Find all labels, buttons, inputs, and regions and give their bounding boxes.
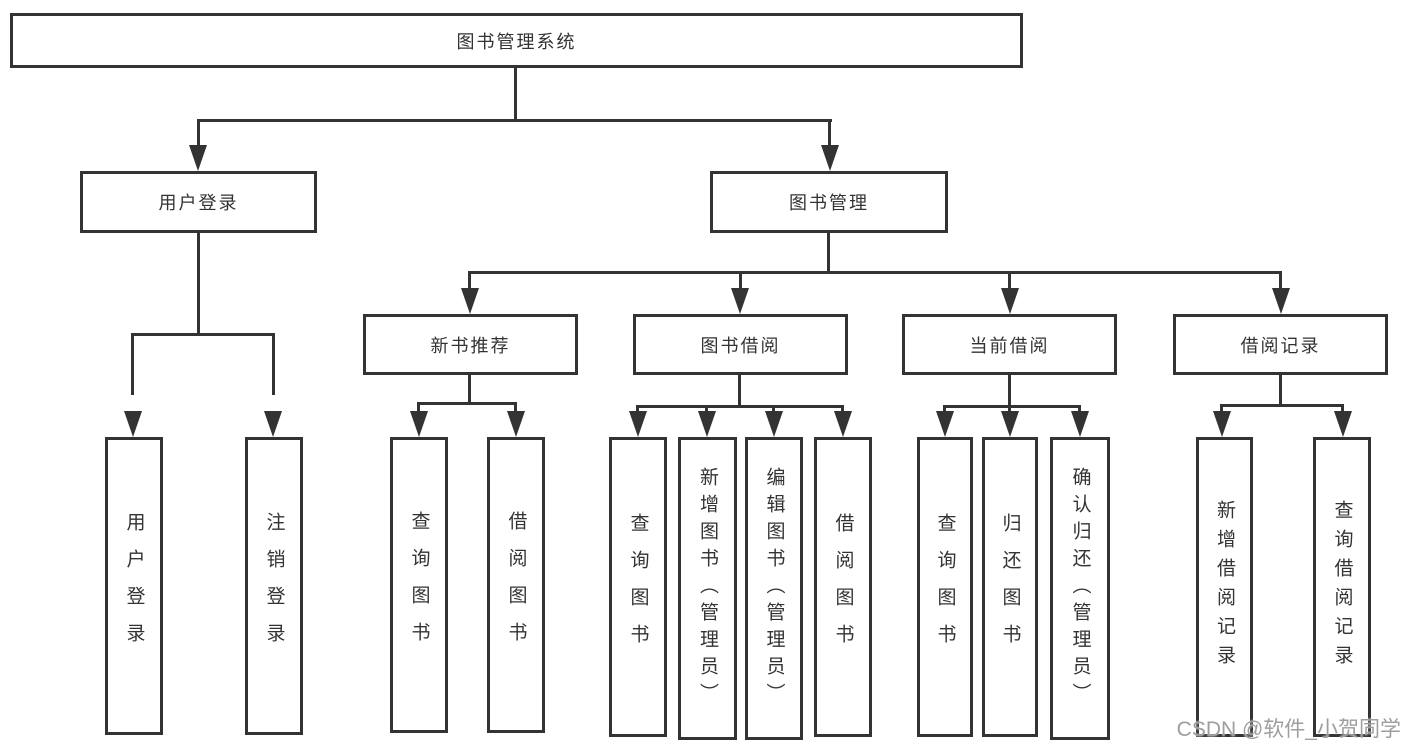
connector-to-leaf-e1 [1220, 404, 1223, 414]
connector-to-leaf-d2 [1008, 405, 1011, 414]
node-new-book-recommend: 新书推荐 [363, 314, 578, 375]
leaf-borrow-books-1: 借阅图书 [487, 437, 545, 733]
node-user-login: 用户登录 [80, 171, 317, 233]
arrowhead-user-login [189, 145, 207, 171]
leaf-confirm-return-admin-label: 确认归还（管理员） [1069, 467, 1091, 710]
connector-new-books-split [417, 402, 517, 405]
connector-book-borrow-trunk [738, 375, 741, 408]
csdn-watermark: CSDN @软件_小贺同学 [1176, 718, 1401, 741]
leaf-edit-books-admin: 编辑图书（管理员） [745, 437, 803, 740]
connector-to-new-books [468, 271, 471, 291]
leaf-add-books-admin-label: 新增图书（管理员） [697, 467, 718, 710]
leaf-add-borrow-record-label: 新增借阅记录 [1214, 500, 1235, 674]
connector-current-borrow-split [943, 405, 1081, 408]
connector-borrow-records-trunk [1279, 375, 1282, 407]
connector-to-leaf-c4 [841, 405, 844, 414]
arrowhead-current-borrow [1001, 288, 1019, 314]
connector-book-borrow-split [636, 405, 844, 408]
connector-book-mgmt-split [468, 271, 1282, 274]
leaf-confirm-return-admin: 确认归还（管理员） [1050, 437, 1110, 740]
node-borrowing-records: 借阅记录 [1173, 314, 1388, 375]
arrowhead-book-borrow [731, 288, 749, 314]
arrowhead-borrow-records [1272, 288, 1290, 314]
connector-to-leaf-c3 [772, 405, 775, 414]
arrowhead-leaf-c3 [765, 411, 783, 437]
connector-user-login-split [131, 333, 275, 336]
connector-root-split [197, 119, 832, 122]
arrowhead-leaf-b1 [410, 411, 428, 437]
arrowhead-leaf-d2 [1001, 411, 1019, 437]
leaf-return-books: 归还图书 [982, 437, 1038, 737]
connector-to-current-borrow [1008, 271, 1011, 291]
node-book-borrowing: 图书借阅 [633, 314, 848, 375]
node-library-system: 图书管理系统 [10, 13, 1023, 68]
connector-user-login-trunk [197, 233, 200, 335]
leaf-query-books-2: 查询图书 [609, 437, 667, 737]
leaf-add-books-admin: 新增图书（管理员） [678, 437, 737, 740]
connector-to-leaf-b1 [417, 402, 420, 414]
node-library-system-label: 图书管理系统 [456, 31, 577, 52]
connector-to-leaf-logout [272, 333, 275, 395]
node-current-borrowing: 当前借阅 [902, 314, 1117, 375]
connector-to-leaf-login [131, 333, 134, 395]
arrowhead-leaf-d1 [936, 411, 954, 437]
arrowhead-leaf-c1 [629, 411, 647, 437]
connector-borrow-records-split [1220, 404, 1344, 407]
node-current-borrowing-label: 当前借阅 [969, 335, 1050, 356]
node-book-management-label: 图书管理 [789, 193, 869, 213]
connector-new-books-trunk [468, 375, 471, 405]
leaf-query-borrow-record-label: 查询借阅记录 [1331, 500, 1353, 674]
node-user-login-label: 用户登录 [158, 193, 239, 213]
leaf-borrow-books-1-label: 借阅图书 [505, 511, 527, 659]
leaf-query-books-3-label: 查询图书 [934, 513, 956, 661]
arrowhead-leaf-logout [264, 411, 282, 437]
connector-to-leaf-c2 [705, 405, 708, 414]
connector-to-leaf-d1 [943, 405, 946, 414]
leaf-borrow-books-2: 借阅图书 [814, 437, 872, 737]
arrowhead-leaf-c4 [834, 411, 852, 437]
connector-root-trunk [514, 68, 517, 120]
arrowhead-leaf-e2 [1334, 411, 1352, 437]
arrowhead-new-books [461, 288, 479, 314]
node-new-book-recommend-label: 新书推荐 [430, 335, 511, 356]
leaf-query-books-1: 查询图书 [390, 437, 448, 733]
connector-current-borrow-trunk [1008, 375, 1011, 408]
connector-to-book-mgmt [828, 119, 831, 149]
connector-book-mgmt-trunk [827, 233, 830, 274]
leaf-borrow-books-2-label: 借阅图书 [832, 513, 854, 661]
connector-to-user-login [197, 119, 200, 149]
leaf-logout-label: 注销登录 [263, 512, 285, 660]
arrowhead-leaf-c2 [698, 411, 716, 437]
arrowhead-leaf-d3 [1071, 411, 1089, 437]
leaf-user-login: 用户登录 [105, 437, 163, 735]
arrowhead-leaf-login [124, 411, 142, 437]
connector-to-leaf-b2 [514, 402, 517, 414]
leaf-query-books-1-label: 查询图书 [408, 511, 430, 659]
connector-to-borrow-records [1279, 271, 1282, 291]
connector-to-leaf-e2 [1341, 404, 1344, 414]
connector-to-leaf-c1 [636, 405, 639, 414]
leaf-query-books-3: 查询图书 [917, 437, 973, 737]
leaf-user-login-label: 用户登录 [123, 512, 145, 660]
leaf-query-books-2-label: 查询图书 [627, 513, 649, 661]
leaf-query-borrow-record: 查询借阅记录 [1313, 437, 1371, 737]
arrowhead-book-mgmt [821, 145, 839, 171]
arrowhead-leaf-b2 [507, 411, 525, 437]
connector-to-book-borrow [739, 271, 742, 291]
leaf-return-books-label: 归还图书 [999, 513, 1021, 661]
leaf-logout: 注销登录 [245, 437, 303, 735]
node-book-borrowing-label: 图书借阅 [700, 335, 781, 356]
leaf-edit-books-admin-label: 编辑图书（管理员） [763, 467, 785, 710]
node-borrowing-records-label: 借阅记录 [1240, 335, 1321, 356]
arrowhead-leaf-e1 [1213, 411, 1231, 437]
node-book-management: 图书管理 [710, 171, 948, 233]
connector-to-leaf-d3 [1078, 405, 1081, 414]
leaf-add-borrow-record: 新增借阅记录 [1196, 437, 1253, 737]
